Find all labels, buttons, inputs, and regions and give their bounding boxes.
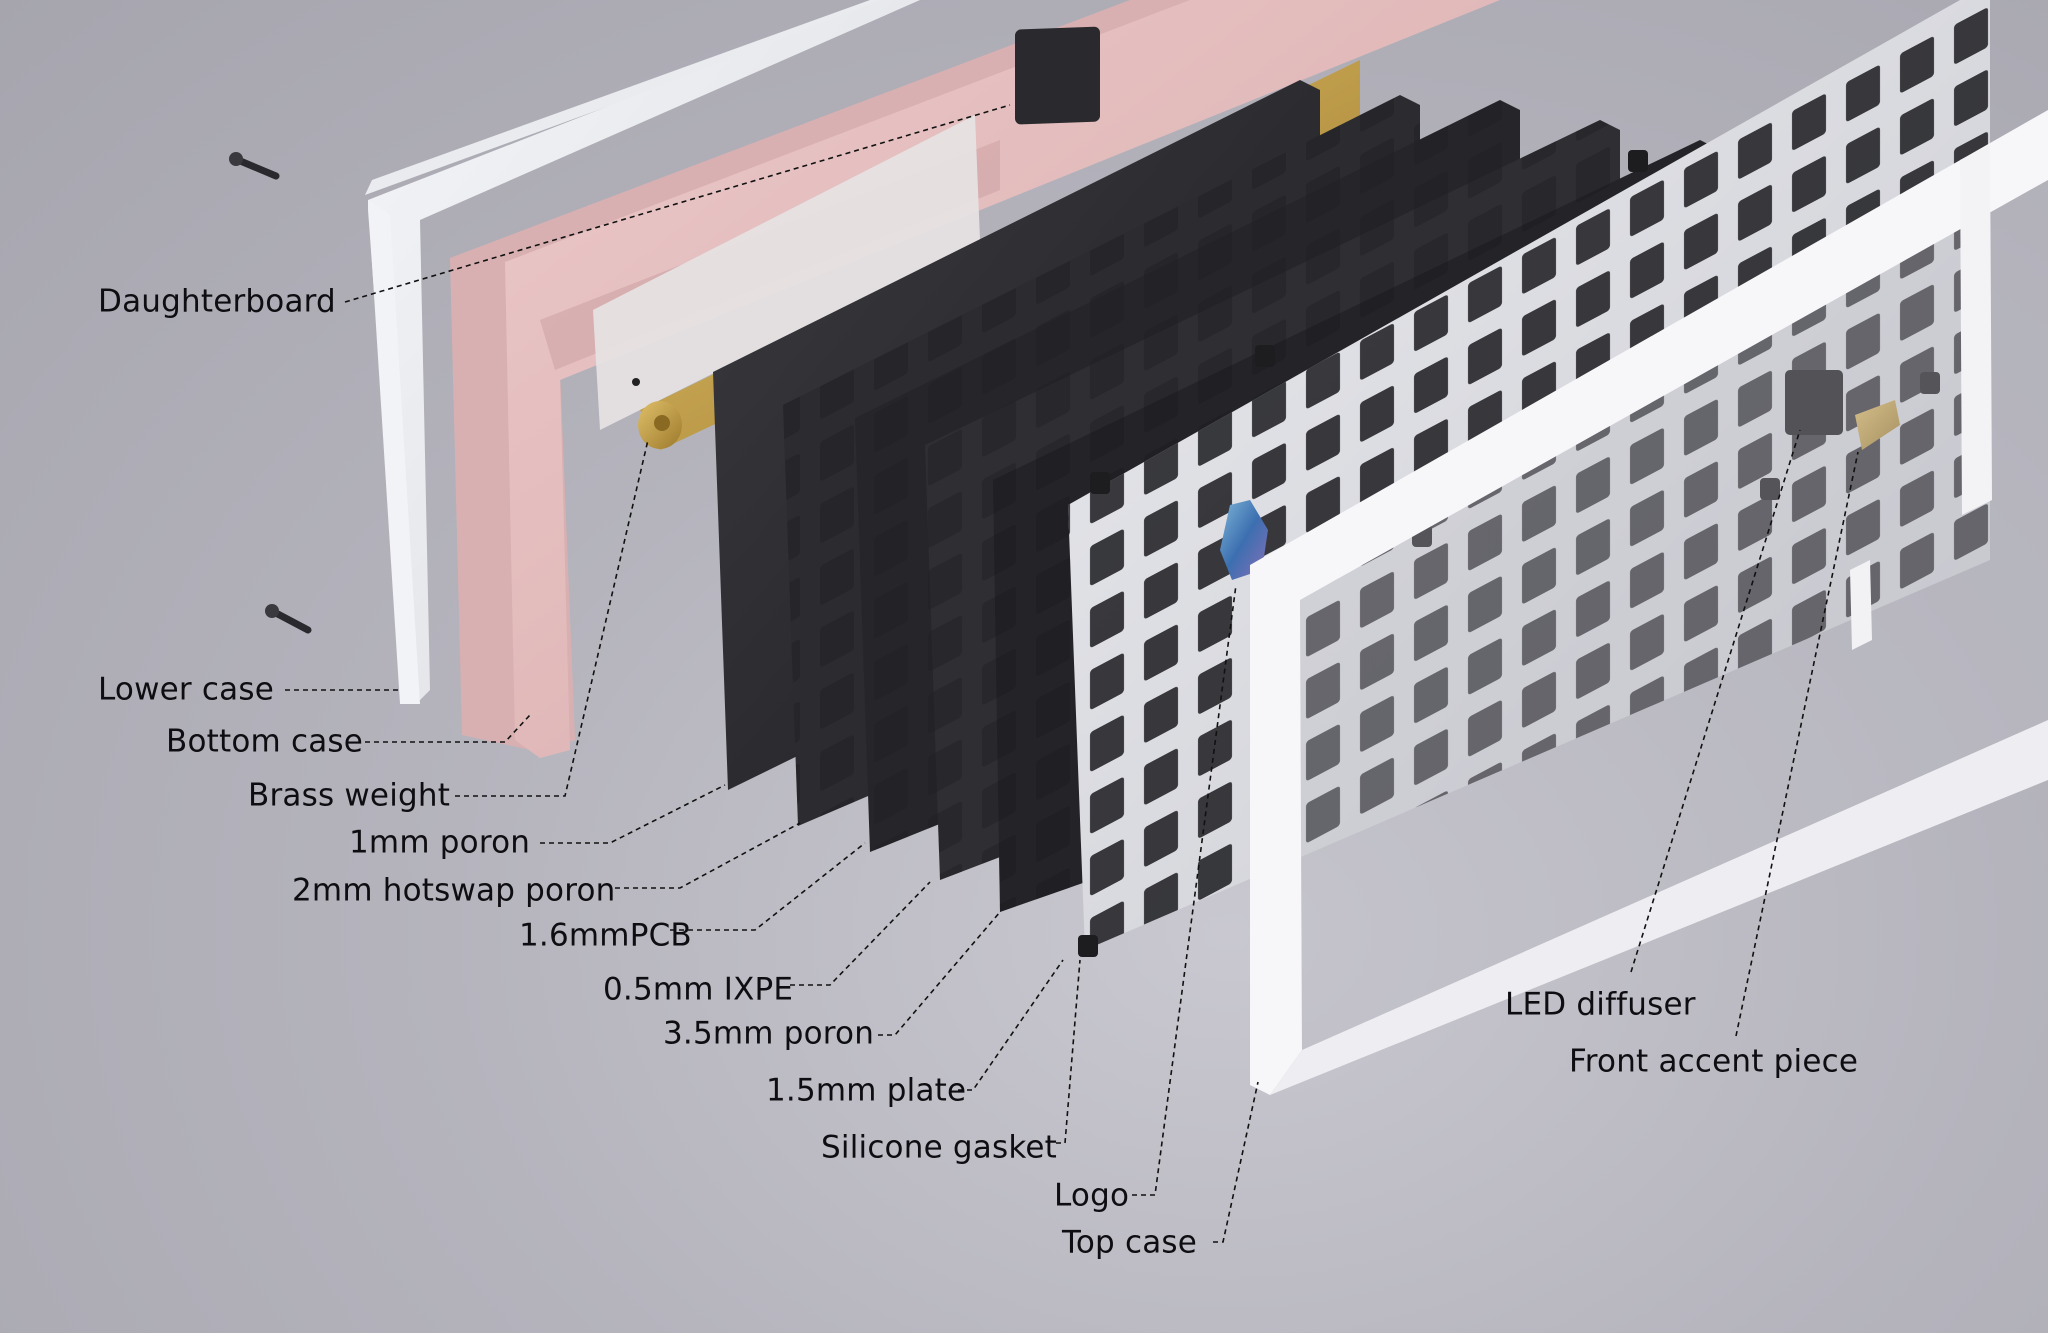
screw-icon [229,152,312,634]
label-0-5mm-ixpe: 0.5mm IXPE [603,971,794,1008]
leader-line-led-diffuser [1630,429,1801,973]
daughterboard-part [593,26,1100,430]
leader-line-1-6mm-pcb [670,842,866,931]
leader-line-3-5mm-poron [878,911,1001,1036]
label-3-5mm-poron: 3.5mm poron [663,1015,875,1052]
label-led-diffuser: LED diffuser [1505,986,1696,1023]
leader-line-silicone-gasket [1056,959,1081,1144]
leader-line-front-accent-piece [1735,451,1859,1037]
plate-part [1068,0,1990,950]
label-1mm-poron: 1mm poron [349,824,531,861]
label-2mm-hotswap-poron: 2mm hotswap poron [292,872,616,909]
2mm-hotswap-poron-part [783,95,1420,826]
label-1-6mm-pcb: 1.6mmPCB [519,917,692,954]
top-case-part [1250,110,2048,1095]
leader-line-0-5mm-ixpe [790,881,931,986]
leader-line-brass-weight [455,439,649,797]
leader-line-2mm-hotswap-poron [615,822,801,889]
label-1-5mm-plate: 1.5mm plate [766,1072,967,1109]
leader-line-1-5mm-plate [958,959,1064,1091]
leader-line-logo [1132,584,1237,1196]
bottom-case-part [450,0,1500,758]
front-accent-part [1855,400,1900,450]
1mm-poron-part [713,80,1320,790]
lower-case-part [365,0,920,704]
leader-line-daughterboard [344,104,1011,303]
logo-part [1220,500,1268,580]
silicone-gasket-part [1078,150,1940,957]
label-logo: Logo [1054,1177,1130,1214]
label-brass-weight: Brass weight [248,777,451,814]
label-bottom-case: Bottom case [166,723,364,760]
label-front-accent-piece: Front accent piece [1569,1043,1859,1080]
led-diffuser-part [1785,370,1843,435]
pcb-part [855,100,1520,852]
label-silicone-gasket: Silicone gasket [821,1129,1057,1166]
label-top-case: Top case [1062,1224,1198,1261]
3-5mm-poron-part [993,140,1720,912]
brass-weight-part [638,60,1360,450]
label-lower-case: Lower case [98,671,274,708]
label-daughterboard: Daughterboard [98,283,336,320]
leader-line-1mm-poron [540,784,726,844]
leader-line-top-case [1213,1081,1259,1243]
ixpe-part [925,120,1620,880]
leader-line-bottom-case [365,714,531,743]
